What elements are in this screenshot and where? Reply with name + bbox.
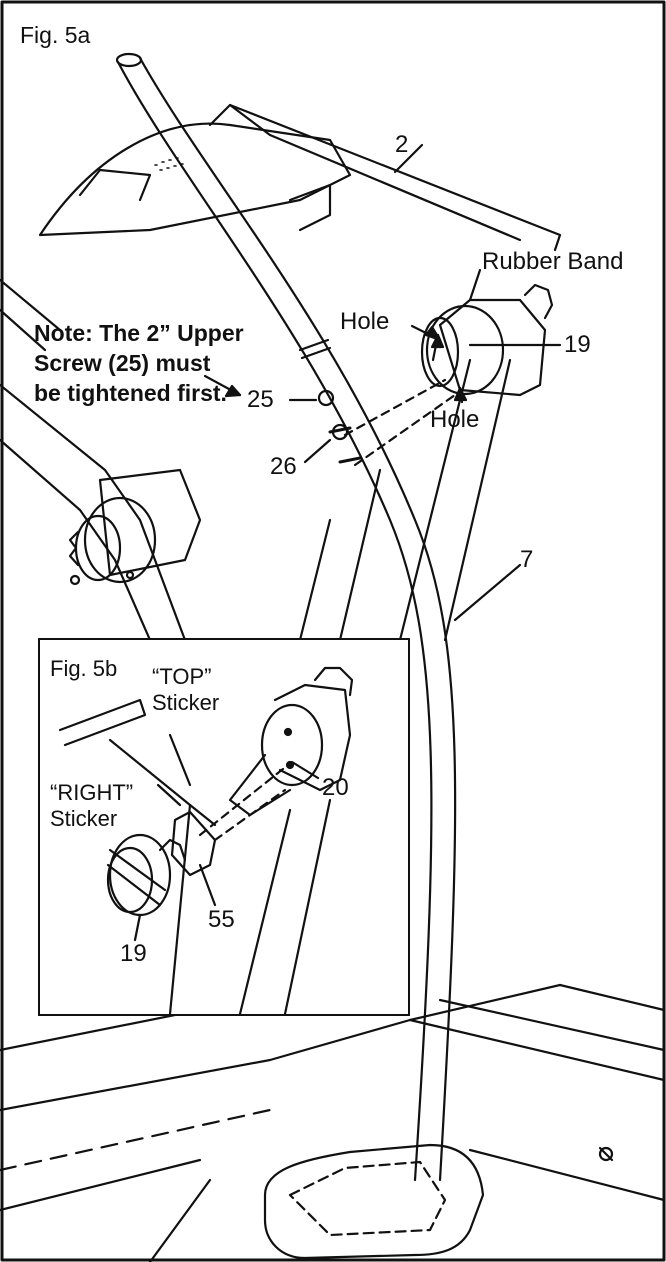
right-sticker-line-1: “RIGHT”: [50, 780, 134, 805]
figure-5b-title: Fig. 5b: [50, 656, 118, 681]
top-sticker-line-1: “TOP”: [152, 664, 212, 689]
part-20-label: 20: [322, 774, 349, 801]
part-55-label: 55: [208, 906, 235, 933]
tightening-note: Note: The 2” Upper Screw (25) must be ti…: [34, 318, 244, 408]
part-25-label: 25: [247, 386, 274, 413]
figure-5b-inset: Fig. 5b “TOP” Sticker “RIGHT” Sticker 20…: [38, 638, 410, 1016]
note-line-3: be tightened first.: [34, 380, 227, 406]
top-sticker-label: “TOP” Sticker: [152, 664, 219, 716]
part-19-label: 19: [564, 331, 591, 358]
hole-label-bottom: Hole: [430, 406, 480, 433]
hole-label-top: Hole: [340, 308, 390, 335]
part-7-label: 7: [520, 546, 534, 573]
figure-5a-title: Fig. 5a: [20, 22, 91, 48]
note-line-1: Note: The 2” Upper: [34, 320, 244, 346]
part-26-label: 26: [270, 453, 297, 480]
top-sticker-line-2: Sticker: [152, 690, 220, 715]
rubber-band-label: Rubber Band: [482, 248, 624, 275]
right-sticker-line-2: Sticker: [50, 806, 118, 831]
right-sticker-label: “RIGHT” Sticker: [50, 780, 133, 832]
note-line-2: Screw (25) must: [34, 350, 211, 376]
inset-illustration: [58, 666, 354, 1014]
inset-part-19-label: 19: [120, 940, 147, 967]
part-2-label: 2: [395, 131, 409, 158]
